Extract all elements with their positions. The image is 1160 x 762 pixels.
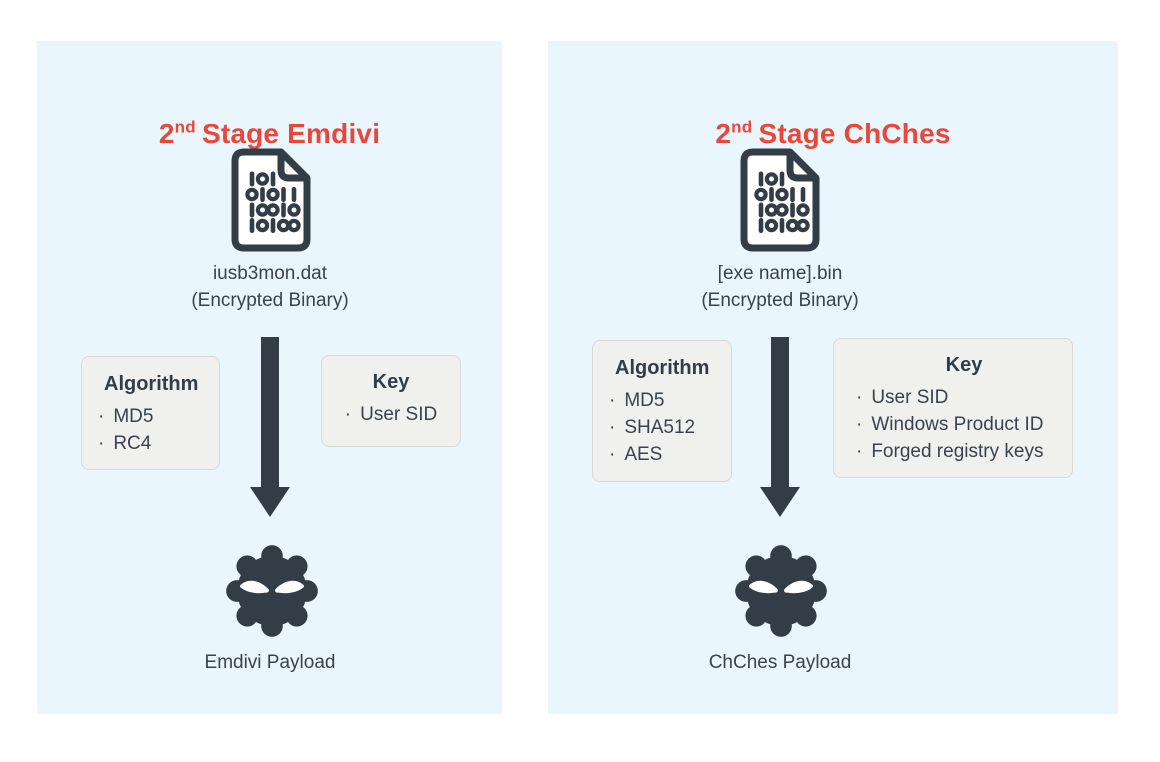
key-list: User SID xyxy=(322,401,460,428)
key-box-title: Key xyxy=(372,371,410,393)
file-name: iusb3mon.dat xyxy=(212,263,328,284)
title-ordinal: nd xyxy=(174,117,196,137)
list-item: Windows Product ID xyxy=(856,411,1072,438)
down-arrow-icon xyxy=(760,337,800,517)
list-item: Forged registry keys xyxy=(856,438,1072,465)
title-rest: Stage Emdivi xyxy=(201,118,381,149)
algorithm-list: MD5 RC4 xyxy=(98,403,209,457)
file-label: iusb3mon.dat (Encrypted Binary) xyxy=(70,260,470,314)
list-item: MD5 xyxy=(609,387,721,414)
file-name: [exe name].bin xyxy=(717,263,843,284)
key-list: User SID Windows Product ID Forged regis… xyxy=(856,384,1072,465)
malware-icon xyxy=(731,541,831,641)
list-item: SHA512 xyxy=(609,414,721,441)
algorithm-box: Algorithm MD5 SHA512 AES xyxy=(592,340,732,482)
list-item: User SID xyxy=(856,384,1072,411)
down-arrow-icon xyxy=(250,337,290,517)
file-caption: (Encrypted Binary) xyxy=(191,290,349,311)
malware-icon xyxy=(222,541,322,641)
file-label: [exe name].bin (Encrypted Binary) xyxy=(580,260,980,314)
binary-file-icon xyxy=(740,148,820,252)
payload-label: ChChes Payload xyxy=(708,652,852,673)
list-item: AES xyxy=(609,441,721,468)
list-item: MD5 xyxy=(98,403,209,430)
algorithm-box-title: Algorithm xyxy=(104,373,199,395)
binary-file-icon xyxy=(231,148,311,252)
key-box-title: Key xyxy=(945,354,983,376)
algorithm-list: MD5 SHA512 AES xyxy=(609,387,721,468)
key-box: Key User SID Windows Product ID Forged r… xyxy=(833,338,1073,478)
payload-label: Emdivi Payload xyxy=(204,652,336,673)
list-item: User SID xyxy=(322,401,460,428)
algorithm-box: Algorithm MD5 RC4 xyxy=(81,356,220,470)
title-rest: Stage ChChes xyxy=(758,118,951,149)
title-number: 2 xyxy=(158,118,175,149)
key-box: Key User SID xyxy=(321,355,461,447)
title-ordinal: nd xyxy=(731,117,753,137)
file-caption: (Encrypted Binary) xyxy=(701,290,859,311)
title-number: 2 xyxy=(715,118,732,149)
algorithm-box-title: Algorithm xyxy=(615,357,710,379)
list-item: RC4 xyxy=(98,430,209,457)
